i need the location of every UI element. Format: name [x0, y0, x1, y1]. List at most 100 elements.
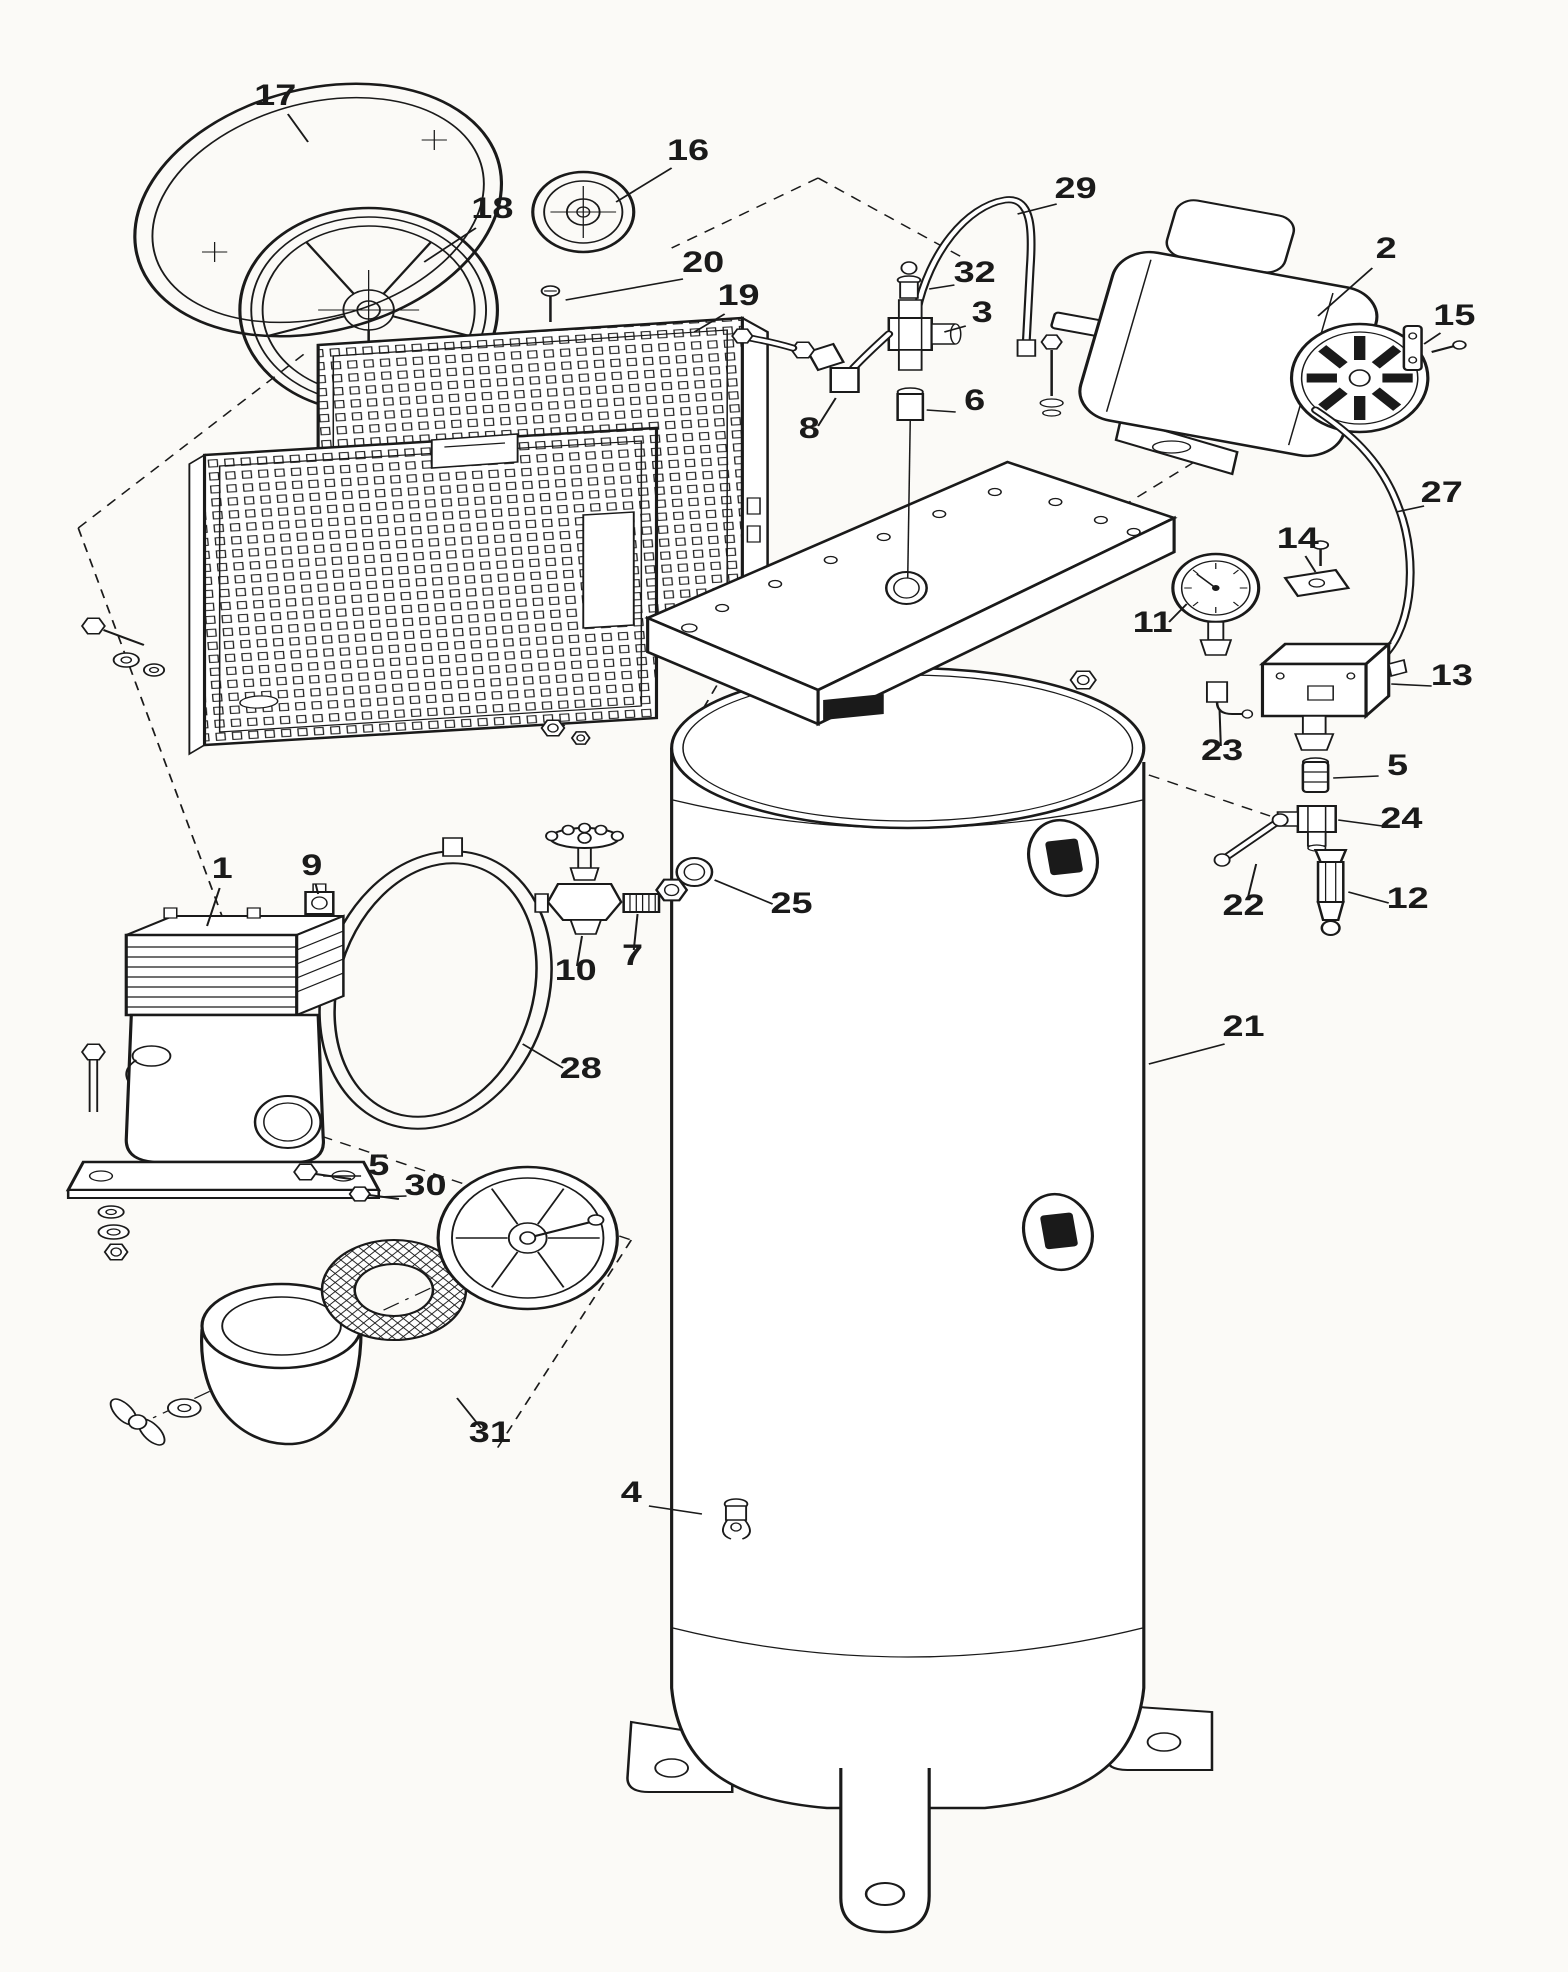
callout-leader-1-22 — [206, 887, 221, 927]
fitting-23 — [1205, 681, 1254, 719]
filter-canister — [200, 1282, 363, 1446]
panel-bolt — [80, 617, 106, 635]
callout-30-29: 30 — [404, 1169, 446, 1202]
motor-2 — [1050, 199, 1430, 476]
callout-leader-10-24 — [575, 935, 584, 967]
callout-leader-20-3 — [565, 278, 684, 301]
callout-leader-11-14 — [1168, 603, 1188, 623]
callout-32-6: 32 — [954, 256, 996, 289]
callout-31-30: 31 — [469, 1416, 511, 1449]
tube-29-fitting — [1016, 339, 1037, 357]
right-side-items — [1148, 406, 1415, 936]
callout-leader-23-16 — [1218, 709, 1222, 747]
callout-6-11: 6 — [964, 384, 985, 417]
belt-17 — [133, 82, 504, 338]
discharge-fittings — [731, 196, 1064, 579]
connector-6 — [896, 387, 925, 579]
pressure-switch-13 — [1258, 640, 1408, 751]
callout-7-25: 7 — [622, 939, 643, 972]
callout-22-19: 22 — [1222, 889, 1264, 922]
nipple-7 — [622, 893, 661, 913]
plate-threaded-hole — [884, 571, 928, 605]
callout-leader-21-27 — [1148, 1043, 1225, 1065]
callout-5-28: 5 — [368, 1149, 389, 1182]
callout-9-23: 9 — [301, 849, 322, 882]
motor-bracket-15 — [1402, 325, 1467, 371]
fitting-5-right — [1301, 757, 1330, 793]
callout-27-12: 27 — [1421, 476, 1463, 509]
callout-leader-25-21 — [714, 879, 774, 905]
fitting-9 — [304, 883, 335, 915]
callout-leader-22-19 — [1246, 863, 1258, 901]
drain-valve-4 — [722, 1498, 751, 1540]
callout-15-9: 15 — [1433, 299, 1475, 332]
callout-1-22: 1 — [212, 852, 233, 885]
callout-leader-3-7 — [943, 325, 967, 333]
bracket-14 — [1283, 540, 1351, 598]
callout-8-10: 8 — [799, 412, 820, 445]
callout-17-0: 17 — [254, 79, 296, 112]
callout-leader-8-10 — [817, 397, 837, 427]
callout-leader-28-26 — [522, 1043, 564, 1069]
callout-11-14: 11 — [1133, 606, 1173, 639]
switch-lever — [1387, 659, 1408, 677]
panel-hardware — [80, 285, 591, 745]
callout-leader-24-18 — [1338, 819, 1383, 827]
callout-leader-16-1 — [615, 167, 673, 203]
callout-leader-7-25 — [632, 913, 639, 951]
callout-4-31: 4 — [621, 1476, 642, 1509]
callout-leader-30-29 — [378, 1195, 407, 1198]
callout-leader-19-4 — [693, 313, 726, 333]
callout-19-4: 19 — [717, 279, 759, 312]
callout-leader-2-8 — [1317, 267, 1374, 317]
callout-24-18: 24 — [1380, 802, 1422, 835]
callout-leader-27-12 — [1396, 505, 1425, 513]
callout-leader-6-11 — [926, 409, 956, 413]
tank-handhole — [1021, 1192, 1094, 1272]
callout-leader-15-9 — [1423, 332, 1442, 345]
callout-leader-18-2 — [423, 227, 477, 263]
fitting-32 — [896, 261, 922, 299]
callout-14-13: 14 — [1277, 522, 1319, 555]
callout-leader-12-20 — [1348, 891, 1390, 904]
callout-leader-17-0 — [286, 113, 309, 143]
tank-handhole — [1027, 818, 1099, 898]
check-valve-12 — [1313, 849, 1348, 936]
callout-leader-4-31 — [648, 1505, 703, 1515]
callout-29-5: 29 — [1055, 172, 1097, 205]
callout-leader-32-6 — [928, 284, 955, 290]
shutoff-valve-10 — [534, 822, 624, 935]
tank-outlet-boss — [675, 857, 714, 887]
filter-cover — [436, 1165, 619, 1311]
callout-leader-5-17 — [1333, 775, 1379, 779]
callout-leader-9-23 — [314, 883, 320, 895]
plate-bolt — [1040, 334, 1063, 350]
pump-bolt — [80, 1043, 106, 1112]
callout-leader-31-30 — [456, 1397, 482, 1429]
filter-element — [320, 1239, 468, 1341]
callout-25-21: 25 — [771, 887, 813, 920]
callout-12-20: 12 — [1387, 882, 1429, 915]
callout-18-2: 18 — [471, 192, 513, 225]
callout-21-27: 21 — [1222, 1010, 1264, 1043]
elbow-8 — [731, 328, 894, 393]
callout-3-7: 3 — [972, 296, 993, 329]
tee-24 — [1276, 805, 1337, 852]
callout-leader-29-5 — [1017, 203, 1058, 215]
tee-3 — [887, 299, 962, 371]
callout-leader-14-13 — [1304, 555, 1317, 573]
callout-28-26: 28 — [560, 1052, 602, 1085]
pump-washers — [97, 1205, 130, 1261]
unloader-tube-27 — [1311, 406, 1415, 670]
callout-leader-13-15 — [1391, 683, 1432, 687]
nameplate — [823, 694, 884, 720]
tank-front-leg — [839, 1768, 931, 1934]
guard-front-panel-20 — [188, 426, 659, 756]
callout-23-16: 23 — [1201, 734, 1243, 767]
air-filter-31 — [109, 1165, 619, 1446]
pressure-gauge-11 — [1171, 552, 1261, 656]
callout-13-15: 13 — [1431, 659, 1473, 692]
